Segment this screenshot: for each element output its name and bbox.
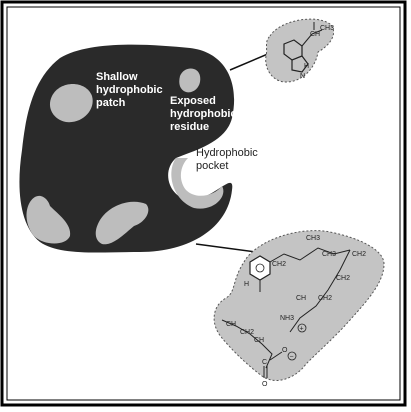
- chem-h-b: H: [244, 281, 249, 288]
- side-chain-bonds: [289, 249, 351, 333]
- connector-bottom: [195, 243, 257, 253]
- chem-h-top: H: [304, 63, 309, 70]
- charge-plus-icon: [297, 323, 307, 333]
- chem-ch-b: CH: [226, 321, 236, 328]
- chem-o-a: O: [262, 381, 268, 388]
- carboxyl-bond: [269, 351, 283, 361]
- chem-ch-a: CH: [296, 295, 306, 302]
- label-shallow-line1: Shallow: [96, 71, 138, 83]
- top-chain-bonds: [269, 247, 351, 263]
- label-shallow-line2: hydrophobic: [96, 84, 163, 96]
- lower-left-patch: [26, 195, 71, 244]
- chem-ch2-d: CH2: [318, 295, 332, 302]
- exposed-residue-shape: [179, 68, 201, 93]
- top-ligand-blob: [265, 18, 334, 83]
- label-exposed-line3: residue: [170, 121, 209, 133]
- chem-ch2-c: CH2: [336, 275, 350, 282]
- chem-ch-top: CH: [310, 31, 320, 38]
- label-shallow-line3: patch: [96, 97, 126, 109]
- benzene-ring-icon: [249, 255, 271, 281]
- benzene-inner-icon: [255, 263, 265, 273]
- chem-ch2-e: CH2: [240, 329, 254, 336]
- chem-ch3-a: CH3: [306, 235, 320, 242]
- top-ring-fused-icon: [291, 55, 309, 73]
- top-bond-1: [301, 33, 313, 47]
- chem-n-top: N: [300, 73, 305, 80]
- chem-ch2-b: CH2: [352, 251, 366, 258]
- chem-ch2-a: CH2: [272, 261, 286, 268]
- chem-plus: +: [300, 326, 304, 333]
- chem-ch3-b: CH3: [322, 251, 336, 258]
- label-pocket-line1: Hydrophobic: [196, 147, 258, 159]
- lower-middle-patch: [95, 201, 149, 245]
- chem-c-carbonyl: C: [262, 359, 267, 366]
- chem-ch-c: CH: [254, 337, 264, 344]
- chem-ch3-top: CH3: [320, 25, 334, 32]
- label-exposed-line2: hydrophobic: [170, 108, 237, 120]
- chem-minus: −: [290, 354, 294, 361]
- label-exposed-line1: Exposed: [170, 95, 216, 107]
- pocket-shape: [171, 158, 224, 209]
- label-pocket-line2: pocket: [196, 160, 228, 172]
- lower-chain-bonds: [221, 319, 273, 369]
- chem-o-b: O: [282, 347, 288, 354]
- shallow-patch-shape: [49, 84, 93, 123]
- top-bond-2: [311, 29, 323, 35]
- charge-minus-icon: [287, 351, 297, 361]
- chem-nh3: NH3: [280, 315, 294, 322]
